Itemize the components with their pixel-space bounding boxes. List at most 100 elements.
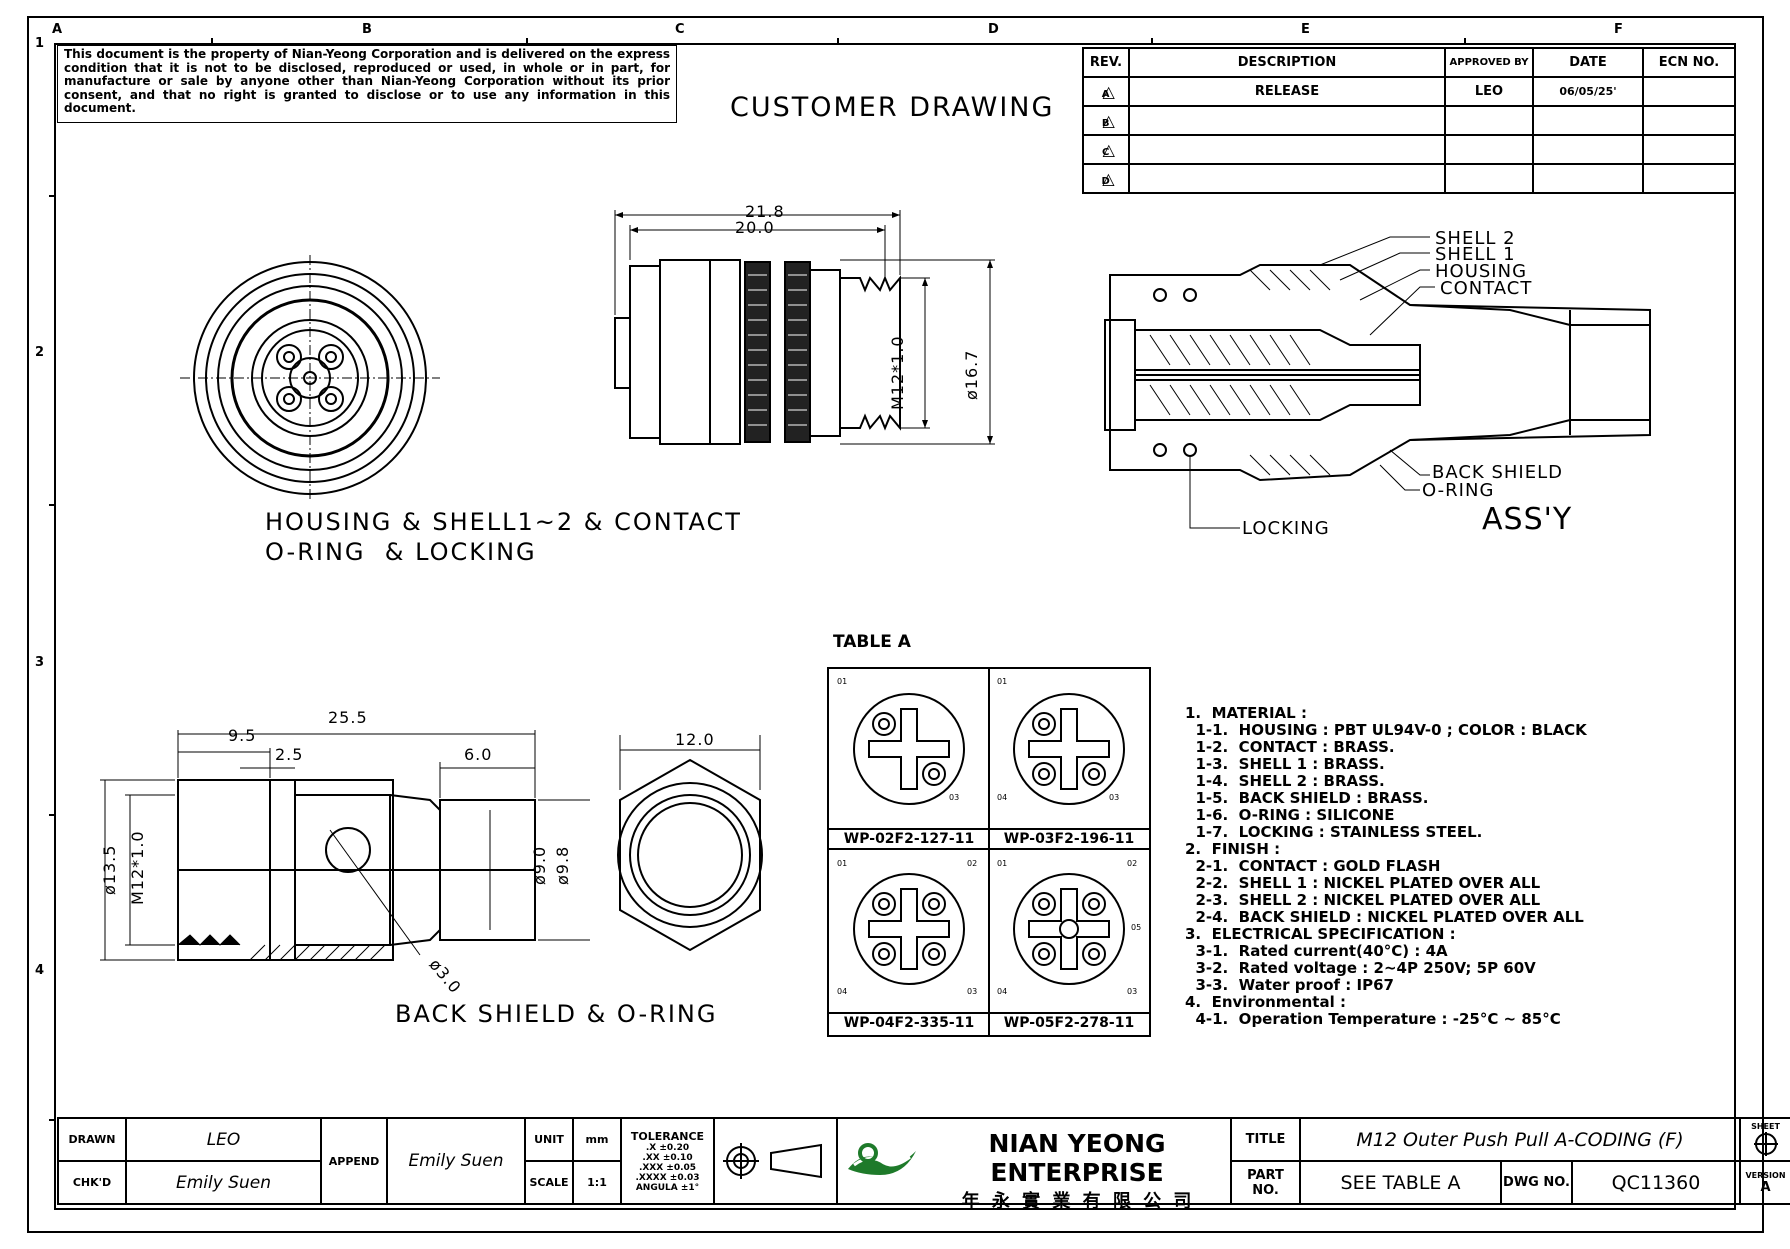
dim-9-5: 9.5 (228, 726, 257, 745)
table-a: WP-02F2-127-11 WP-03F2-196-11 WP-04F2-33… (827, 667, 1151, 1037)
table-a-title: TABLE A (833, 632, 911, 652)
callout-housing: HOUSING (1435, 261, 1528, 282)
rev-row: △D (1082, 163, 1736, 194)
assy-title: ASS'Y (1482, 502, 1573, 537)
table-a-part-2: WP-03F2-196-11 (1003, 831, 1135, 847)
pin-label: 01 (997, 677, 1008, 686)
disclaimer-box: This document is the property of Nian-Ye… (57, 45, 677, 123)
pin-label: 03 (1109, 793, 1120, 802)
zone-row-4: 4 (35, 963, 46, 978)
dim-dia-13-5: ø13.5 (100, 844, 119, 895)
rev-header-date: DATE (1532, 47, 1644, 78)
sheet-crosshair-icon (1753, 1132, 1778, 1156)
dim-6-0: 6.0 (464, 745, 493, 764)
callout-o-ring: O-RING (1422, 480, 1495, 501)
dim-dia-9-8: ø9.8 (553, 845, 572, 885)
tolerance-line: .XXX ±0.05 (638, 1162, 697, 1173)
view1-label-line1: HOUSING & SHELL1~2 & CONTACT (265, 508, 742, 536)
rev-date: 06/05/25' (1532, 76, 1644, 107)
dim-dia-9-0: ø9.0 (530, 845, 549, 885)
rev-triangle-c: △C (1082, 134, 1130, 165)
pin-label: 02 (1127, 859, 1138, 868)
rev-row: △C (1082, 134, 1736, 165)
rev-triangle-a: △A (1082, 76, 1130, 107)
tolerance-line: .XXXX ±0.03 (635, 1172, 700, 1183)
company-name: NIAN YEONG ENTERPRISE (988, 1129, 1166, 1187)
side-view-drawing (614, 210, 995, 445)
callout-shell-1: SHELL 1 (1435, 244, 1516, 265)
sheet-box: SHEET (1739, 1117, 1790, 1162)
note-line: 1-6. O-RING : SILICONE (1185, 806, 1395, 824)
note-line: 1-2. CONTACT : BRASS. (1185, 738, 1395, 756)
unit-value: mm (572, 1117, 622, 1162)
projection-icon (722, 1143, 822, 1179)
customer-drawing-heading: CUSTOMER DRAWING (730, 92, 1055, 123)
scale-label: SCALE (524, 1160, 574, 1205)
dim-21-8: 21.8 (745, 202, 785, 221)
projection-symbol-box (713, 1117, 838, 1205)
rev-header-rev: REV. (1082, 47, 1130, 78)
zone-col-d: D (988, 22, 1000, 37)
dim-20-0: 20.0 (735, 218, 775, 237)
tolerance-box: TOLERANCE .X ±0.20 .XX ±0.10 .XXX ±0.05 … (620, 1117, 715, 1205)
note-line: 1-4. SHELL 2 : BRASS. (1185, 772, 1385, 790)
version-box: VERSION A (1739, 1160, 1790, 1205)
note-line: 2-4. BACK SHIELD : NICKEL PLATED OVER AL… (1185, 908, 1584, 926)
note-line: 3-1. Rated current(40°C) : 4A (1185, 942, 1448, 960)
dim-m12-thread: M12*1.0 (888, 335, 907, 410)
dim-25-5: 25.5 (328, 708, 368, 727)
note-line: 1. MATERIAL : (1185, 704, 1307, 722)
drawn-label: DRAWN (57, 1117, 127, 1162)
rev-row: △A RELEASE LEO 06/05/25' (1082, 76, 1736, 107)
chkd-value: Emily Suen (125, 1160, 322, 1205)
chkd-label: CHK'D (57, 1160, 127, 1205)
pin-label: 04 (997, 793, 1008, 802)
rev-desc: RELEASE (1128, 76, 1446, 107)
title-value: M12 Outer Push Pull A-CODING (F) (1299, 1117, 1741, 1162)
tolerance-line: .XX ±0.10 (642, 1152, 693, 1163)
dim-m12-back: M12*1.0 (128, 830, 147, 905)
tolerance-line: .X ±0.20 (645, 1142, 690, 1153)
front-view-drawing (180, 255, 440, 500)
zone-col-b: B (362, 22, 373, 37)
title-block: DRAWN LEO CHK'D Emily Suen APPEND Emily … (57, 1117, 1790, 1212)
note-line: 1-1. HOUSING : PBT UL94V-0 ; COLOR : BLA… (1185, 721, 1587, 739)
table-a-part-3: WP-04F2-335-11 (843, 1015, 975, 1031)
callout-contact: CONTACT (1440, 278, 1533, 299)
tolerance-line: ANGULA ±1° (635, 1182, 700, 1193)
pin-label: 01 (997, 859, 1008, 868)
disclaimer-text: This document is the property of Nian-Ye… (64, 47, 670, 115)
note-line: 3-3. Water proof : IP67 (1185, 976, 1394, 994)
note-line: 2. FINISH : (1185, 840, 1281, 858)
rev-header-approved: APPROVED BY (1444, 47, 1534, 78)
zone-row-1: 1 (35, 36, 46, 51)
rev-triangle-b: △B (1082, 105, 1130, 136)
pin-label: 05 (1131, 923, 1142, 932)
rev-header-desc: DESCRIPTION (1128, 47, 1446, 78)
revision-table: REV. DESCRIPTION APPROVED BY DATE ECN NO… (1082, 47, 1736, 194)
callout-locking: LOCKING (1242, 518, 1330, 539)
pin-label: 03 (967, 987, 978, 996)
rev-ecn (1642, 76, 1736, 107)
company-name-cn: 年 永 實 業 有 限 公 司 (961, 1191, 1195, 1212)
part-label: PART NO. (1230, 1160, 1301, 1205)
note-line: 1-5. BACK SHIELD : BRASS. (1185, 789, 1429, 807)
note-line: 2-1. CONTACT : GOLD FLASH (1185, 857, 1441, 875)
company-logo-icon (848, 1143, 916, 1175)
callout-back-shield: BACK SHIELD (1432, 462, 1563, 483)
zone-col-c: C (675, 22, 686, 37)
pin-label: 01 (837, 677, 848, 686)
note-line: 1-3. SHELL 1 : BRASS. (1185, 755, 1385, 773)
scale-value: 1:1 (572, 1160, 622, 1205)
note-line: 2-2. SHELL 1 : NICKEL PLATED OVER ALL (1185, 874, 1541, 892)
zone-row-2: 2 (35, 345, 46, 360)
pin-label: 03 (1127, 987, 1138, 996)
tolerance-label: TOLERANCE (630, 1129, 705, 1143)
zone-col-e: E (1301, 22, 1311, 37)
unit-label: UNIT (524, 1117, 574, 1162)
dwg-value: QC11360 (1571, 1160, 1741, 1205)
view2-label: BACK SHIELD & O-RING (395, 1000, 718, 1028)
drawn-value: LEO (125, 1117, 322, 1162)
note-line: 3. ELECTRICAL SPECIFICATION : (1185, 925, 1456, 943)
